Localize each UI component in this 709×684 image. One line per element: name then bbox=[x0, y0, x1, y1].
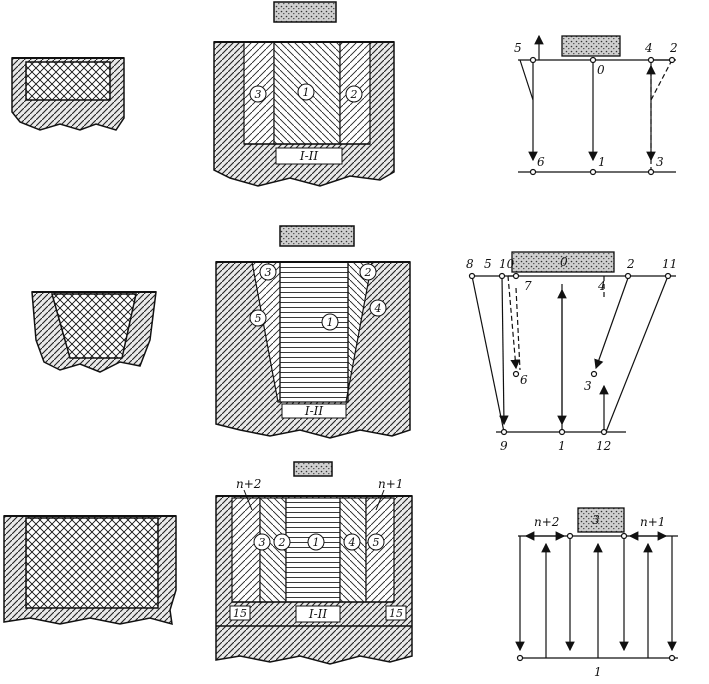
row3-scheme-block-label: 3 bbox=[592, 513, 600, 527]
row2-small-section bbox=[31, 291, 157, 373]
row1-scheme-label: 3 bbox=[656, 155, 664, 169]
row2-scheme-label: 3 bbox=[584, 379, 592, 393]
row2-scheme-label: 4 bbox=[597, 279, 606, 293]
row2-section-label: 3 bbox=[265, 266, 272, 279]
row2-scheme bbox=[468, 251, 676, 436]
row3-main-section: 3 2 1 4 5 I-II 15 15 bbox=[215, 489, 413, 665]
row1-scheme-label: 5 bbox=[514, 41, 522, 55]
row3-side-label: 15 bbox=[233, 607, 247, 620]
row1-section-label: 1 bbox=[303, 86, 310, 99]
row3-bottom-label: I-II bbox=[308, 607, 328, 621]
row3-excavator-block bbox=[293, 461, 333, 477]
row3-section-label: 5 bbox=[373, 536, 380, 549]
row1-section-label: 3 bbox=[255, 88, 262, 101]
row2-scheme-label: 9 bbox=[500, 439, 508, 453]
row2-main-section: 3 2 5 1 4 I-II bbox=[215, 261, 411, 439]
row1-bottom-label: I-II bbox=[299, 149, 319, 163]
row1-scheme-label: 1 bbox=[598, 155, 606, 169]
row1-section-label: 2 bbox=[350, 88, 358, 101]
row2-scheme-label: 12 bbox=[596, 439, 611, 453]
row3-scheme bbox=[515, 507, 678, 662]
row2-scheme-label: 8 bbox=[466, 257, 474, 271]
row3-scheme-label: n+1 bbox=[640, 515, 665, 529]
row1-scheme-label: 0 bbox=[597, 63, 605, 77]
row3-section-label: 1 bbox=[313, 536, 320, 549]
row-2: 3 2 5 1 4 I-II bbox=[31, 225, 677, 453]
row2-section-label: 4 bbox=[374, 302, 382, 315]
row3-scheme-label: n+2 bbox=[534, 515, 559, 529]
row2-scheme-label: 0 bbox=[560, 255, 568, 269]
row2-excavator-block bbox=[279, 225, 355, 247]
row-1: 3 1 2 I-II 5 0 4 2 bbox=[11, 1, 678, 187]
row2-scheme-label: 11 bbox=[662, 257, 677, 271]
row1-scheme-label: 2 bbox=[669, 41, 678, 55]
row2-scheme-label: 7 bbox=[524, 279, 532, 293]
row-3: 3 2 1 4 5 I-II 15 15 n+2 n+1 bbox=[3, 461, 678, 679]
row3-side-label: 15 bbox=[389, 607, 403, 620]
row3-small-section bbox=[3, 515, 177, 626]
row1-main-section: 3 1 2 I-II bbox=[213, 41, 395, 187]
row1-scheme-label: 4 bbox=[644, 41, 653, 55]
row2-scheme-label: 5 bbox=[484, 257, 492, 271]
row2-scheme-label: 1 bbox=[558, 439, 566, 453]
row1-scheme bbox=[518, 34, 676, 176]
row1-small-section bbox=[11, 57, 125, 131]
row3-section-label: 2 bbox=[278, 536, 286, 549]
row3-scheme-label: 1 bbox=[594, 665, 602, 679]
row2-scheme-label: 2 bbox=[626, 257, 635, 271]
row2-bottom-label: I-II bbox=[304, 404, 324, 418]
row3-top-label: n+1 bbox=[378, 477, 403, 491]
row2-section-label: 2 bbox=[364, 266, 372, 279]
row2-section-label: 1 bbox=[327, 316, 334, 329]
row3-section-label: 3 bbox=[259, 536, 266, 549]
row2-scheme-label: 10 bbox=[499, 257, 515, 271]
row1-excavator-block bbox=[273, 1, 337, 23]
row2-section-label: 5 bbox=[255, 312, 262, 325]
row2-scheme-label: 6 bbox=[520, 373, 528, 387]
row3-top-label: n+2 bbox=[236, 477, 261, 491]
row3-section-label: 4 bbox=[348, 536, 356, 549]
row1-scheme-label: 6 bbox=[537, 155, 545, 169]
